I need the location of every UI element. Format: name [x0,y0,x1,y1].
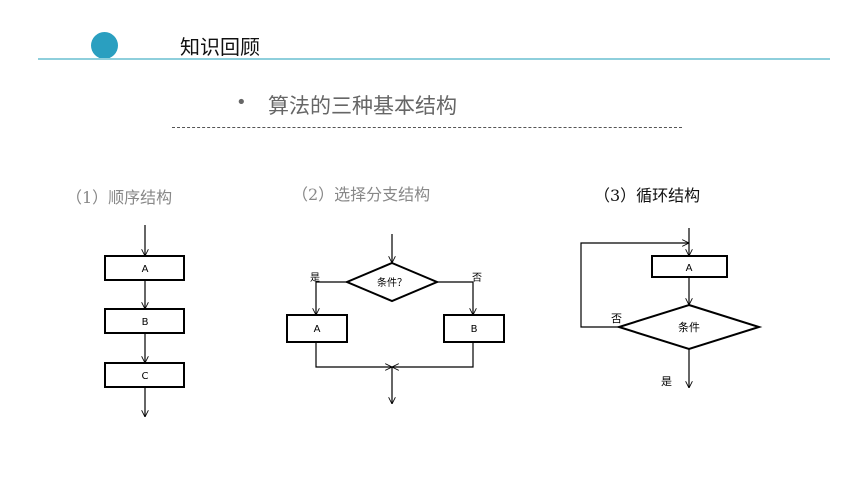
sel-box-a [286,314,348,343]
selection-flowchart [286,234,505,404]
sel-box-b [443,314,505,343]
header-dot-icon [91,32,118,59]
sel-condition-label: 条件？ [377,276,407,289]
sel-no-branch [437,281,473,315]
sequence-flowchart [104,225,185,417]
sequence-caption: （1）顺序结构 [66,188,173,207]
page-title: 知识回顾 [180,35,260,59]
header-divider [38,58,830,60]
seq-box-c [104,362,185,388]
sel-no-label: 否 [472,272,482,284]
sel-yes-branch [316,281,347,315]
dashed-divider [172,127,682,128]
sel-merge-left [315,342,392,367]
sel-merge-right [392,342,474,367]
loop-flowchart [580,228,763,388]
sel-box-a-label: A [314,324,321,335]
selection-caption: （2）选择分支结构 [292,185,431,204]
section-title: 算法的三种基本结构 [268,94,457,118]
loop-no-label: 否 [611,312,622,325]
seq-box-c-label: C [142,371,149,382]
seq-box-b [104,308,185,334]
loop-back-edge [580,243,689,328]
sel-condition-diamond [344,261,440,303]
sel-yes-label: 是 [310,272,320,284]
loop-caption: （3）循环结构 [594,186,701,205]
loop-yes-label: 是 [661,375,672,388]
seq-box-b-label: B [142,317,149,328]
seq-box-a-label: A [142,264,149,275]
loop-box-a-label: A [686,263,693,274]
sel-box-b-label: B [471,324,478,335]
loop-condition-label: 条件 [678,320,700,334]
bullet-icon: • [236,92,247,113]
